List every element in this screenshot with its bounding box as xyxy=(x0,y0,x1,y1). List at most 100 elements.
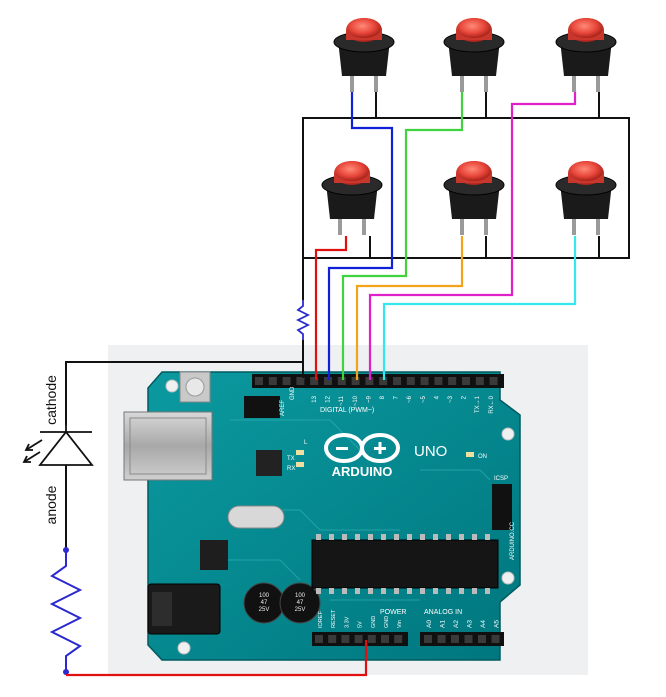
led-circuit-wires xyxy=(65,361,303,550)
push-button xyxy=(555,18,617,92)
rx-led-label: RX xyxy=(287,466,295,472)
digital-pin-label: ~11 xyxy=(339,395,345,405)
power-pin-label: 5V xyxy=(358,621,364,628)
anode-label: anode xyxy=(43,485,59,524)
wire-orange-pin10 xyxy=(355,236,464,380)
power-pin-label: GND xyxy=(384,616,390,628)
power-pin-label: IOREF xyxy=(318,611,324,628)
chip-pin xyxy=(446,534,451,540)
voltage-regulator xyxy=(200,540,228,570)
arduino-infinity-logo xyxy=(324,433,400,463)
digital-pin-label: RX←0 xyxy=(489,395,495,413)
on-led xyxy=(466,452,474,457)
header-socket xyxy=(354,635,363,643)
digital-pin-label: ~3 xyxy=(448,395,454,403)
reset-button-knob xyxy=(185,377,205,397)
chip-pin xyxy=(381,534,386,540)
header-socket xyxy=(351,377,360,385)
header-socket xyxy=(315,635,323,643)
header-socket xyxy=(310,377,319,385)
wire-magenta-pin9 xyxy=(368,90,577,380)
power-pin-label: Vin xyxy=(397,620,403,628)
power-label: POWER xyxy=(380,609,406,616)
power-pin-label: 3.3V xyxy=(344,616,350,628)
chip-pin xyxy=(407,588,412,594)
push-button xyxy=(321,161,383,235)
photodiode-symbol xyxy=(22,425,94,466)
arduino-logo-text: ARDUINO xyxy=(332,464,393,479)
chip-pin xyxy=(420,588,425,594)
signal-wires xyxy=(314,90,577,380)
pulldown-resistor xyxy=(295,300,311,340)
header-socket xyxy=(365,377,374,385)
chip-pin xyxy=(433,588,438,594)
header-socket xyxy=(434,377,443,385)
uno-text: UNO xyxy=(414,443,447,460)
analog-pin-label: A5 xyxy=(494,620,501,628)
chip-pin xyxy=(329,534,334,540)
chip-pin xyxy=(381,588,386,594)
button-leg xyxy=(460,211,464,235)
header-socket xyxy=(328,635,337,643)
on-led-label: ON xyxy=(478,454,487,460)
chip-pin xyxy=(355,588,360,594)
push-button xyxy=(443,18,505,92)
arduino-cc-label: ARDUINO.CC xyxy=(510,521,516,560)
chip-pin xyxy=(368,588,373,594)
digital-pin-label: ~10 xyxy=(353,395,359,406)
header-socket xyxy=(448,377,457,385)
chip-pin xyxy=(459,588,464,594)
button-cap-top xyxy=(335,161,369,181)
header-socket xyxy=(489,377,498,385)
led-resistor xyxy=(49,550,83,672)
chip-pin xyxy=(472,534,477,540)
resistor-node-bottom xyxy=(63,669,69,675)
button-bus-frame xyxy=(302,117,630,300)
chip-pin xyxy=(342,588,347,594)
button-cap-top xyxy=(347,18,381,38)
digital-pin-label: ~9 xyxy=(366,395,372,403)
button-leg xyxy=(596,211,600,235)
header-socket xyxy=(337,377,346,385)
chip-pin xyxy=(316,534,321,540)
button-leg xyxy=(362,211,366,235)
button-leg xyxy=(350,68,354,92)
chip-pin xyxy=(446,588,451,594)
digital-pwm-label: DIGITAL (PWM~) xyxy=(320,407,374,414)
dc-jack-face xyxy=(152,592,172,626)
aref-pin-label: AREF xyxy=(280,400,286,416)
chip-pin xyxy=(485,588,490,594)
digital-pin-label: 12 xyxy=(326,395,332,402)
header-socket xyxy=(282,377,291,385)
digital-pin-label: 8 xyxy=(380,395,386,399)
usb-inner-frame xyxy=(129,417,207,475)
chip-pin xyxy=(394,588,399,594)
header-socket xyxy=(478,635,486,643)
cathode-label: cathode xyxy=(43,375,59,425)
button-cap-top xyxy=(457,18,491,38)
usb-connector xyxy=(123,411,213,481)
digital-pin-label: 2 xyxy=(462,395,468,399)
analog-pin-label: A2 xyxy=(453,620,460,628)
icsp-label: ICSP xyxy=(494,476,508,482)
chip-pin xyxy=(433,534,438,540)
digital-pin-label: 4 xyxy=(434,395,440,399)
atmega-microcontroller xyxy=(311,539,499,589)
push-button xyxy=(333,18,395,92)
analog-pin-label: A3 xyxy=(467,620,474,628)
button-cap-top xyxy=(569,18,603,38)
chip-pin xyxy=(329,588,334,594)
header-socket xyxy=(464,635,473,643)
header-socket xyxy=(451,635,459,643)
header-socket xyxy=(381,635,389,643)
digital-pin-label: 7 xyxy=(394,395,400,399)
digital-pin-label: 13 xyxy=(312,395,318,402)
gnd-pin-label: GND xyxy=(290,386,296,400)
header-socket xyxy=(393,377,401,385)
digital-pin-label: TX→1 xyxy=(475,395,481,413)
button-leg xyxy=(484,211,488,235)
